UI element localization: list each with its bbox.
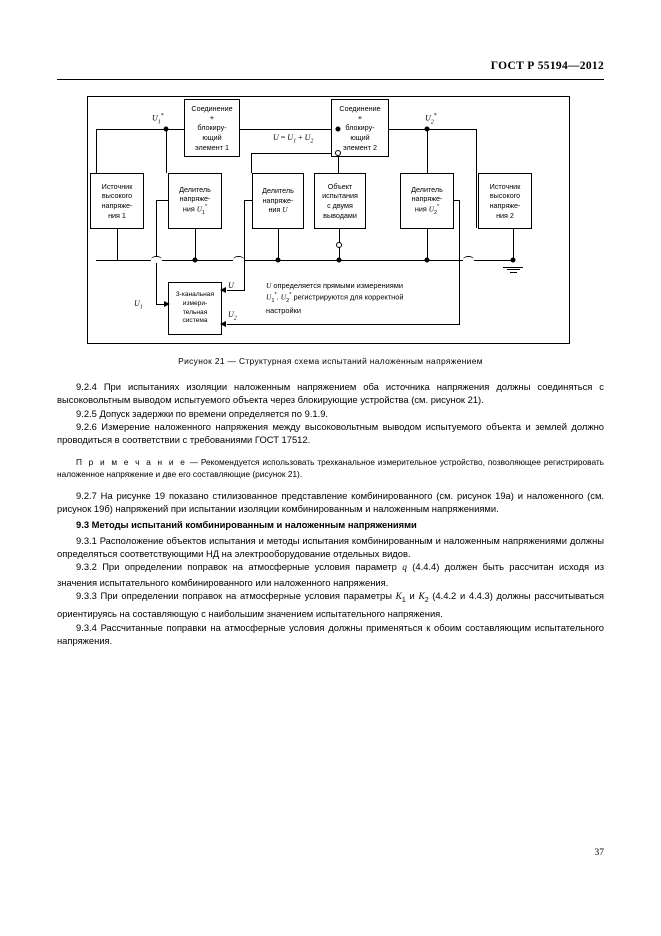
label-u2-star: U2* <box>425 113 437 126</box>
label-u2-signal: U2 <box>228 310 237 322</box>
p933-part-mid: и <box>405 590 419 602</box>
arrowhead-u1-into-meas <box>164 301 170 307</box>
wire-terminal-to-bus <box>339 247 340 261</box>
wire-divider1-to-bus <box>195 229 196 261</box>
paragraph-9-2-6: 9.2.6 Измерение наложенного напряжения м… <box>57 421 604 446</box>
label-u-sum: U = U1 + U2 <box>273 133 314 145</box>
wire-hop-left <box>151 256 162 263</box>
paragraph-9-2-5: 9.2.5 Допуск задержки по времени определ… <box>76 407 329 419</box>
wire-conn2-to-right-rail <box>389 129 477 130</box>
note-body: — Рекомендуется использовать трехканальн… <box>57 456 605 479</box>
wire-dividerU-drop <box>251 153 252 173</box>
figure-annotation-note: U определяется прямыми измерениями U1*. … <box>266 281 404 316</box>
p933-symbol-k1-sub: 1 <box>401 597 406 604</box>
wire-hop-right <box>463 256 474 263</box>
arrowhead-u2-into-meas <box>220 321 226 327</box>
p932-part-a: 9.3.2 При определении поправок на атмосф… <box>76 561 403 573</box>
label-u1-signal: U1 <box>134 299 143 311</box>
terminal-open-top <box>335 150 341 156</box>
p933-symbol-k2: K <box>418 592 425 603</box>
heading-9-3: 9.3 Методы испытаний комбинированным и н… <box>76 519 417 531</box>
label-u-signal: U <box>228 281 234 290</box>
standard-header: ГОСТ Р 55194—2012 <box>490 60 604 72</box>
junction-dot-source2-bus <box>510 257 516 263</box>
p933-part-a: 9.3.3 При определении поправок на атмосф… <box>76 590 396 602</box>
wire-tap-divider1 <box>166 129 167 173</box>
wire-dividerU-to-bus <box>278 229 279 261</box>
p933-part-b: (4.4.2 и 4.4.3) должны рассчитываться ор… <box>57 590 604 620</box>
figure-caption: Рисунок 21 — Структурная схема испытаний… <box>178 356 483 366</box>
wire-divider2-to-bus <box>427 229 428 261</box>
note-label: П р и м е ч а н и е <box>76 456 187 467</box>
label-u1-star: U1* <box>152 113 164 126</box>
wire-source2-to-bus <box>513 229 514 261</box>
junction-dot-divider1-bus <box>192 257 198 263</box>
paragraph-9-2-4: 9.2.4 При испытаниях изоляции наложенным… <box>57 381 604 406</box>
paragraph-9-3-3: 9.3.3 При определении поправок на атмосф… <box>57 589 604 621</box>
wire-terminal-to-testobj <box>338 155 339 173</box>
junction-dot-center-top <box>335 126 341 132</box>
wire-top-left <box>96 129 185 130</box>
wire-right-rail <box>476 129 477 228</box>
wire-source1-to-bus <box>117 229 118 261</box>
wire-u-signal-into-meas <box>227 290 245 291</box>
wire-u1-signal-vertical <box>156 200 157 304</box>
wire-u2-signal-vertical <box>459 200 460 324</box>
paragraph-note: П р и м е ч а н и е — Рекомендуется испо… <box>57 456 604 480</box>
wire-u-signal-stub <box>244 200 254 201</box>
wire-ground-bus <box>96 260 514 261</box>
ground-symbol <box>503 265 523 273</box>
wire-u2-signal-into-meas <box>227 324 460 325</box>
junction-dot-u2star <box>424 126 430 132</box>
wire-u2-signal-stub <box>454 200 460 201</box>
wire-tap-divider2 <box>427 129 428 173</box>
junction-dot-divider2-bus <box>424 257 430 263</box>
paragraph-9-3-4: 9.3.4 Рассчитанные поправки на атмосферн… <box>57 621 604 647</box>
body-text-block: 9.2.4 При испытаниях изоляции наложенным… <box>57 380 604 647</box>
wire-u1-signal-into-meas <box>156 304 165 305</box>
wire-conn1-to-node <box>240 129 339 130</box>
junction-dot-dividerU-bus <box>275 257 281 263</box>
wire-u-signal-vertical <box>244 200 245 290</box>
terminal-open-bottom <box>336 242 342 248</box>
p933-symbol-k1: K <box>395 592 402 603</box>
wire-u1-signal-stub <box>156 200 168 201</box>
p933-symbol-k2-sub: 2 <box>424 597 429 604</box>
paragraph-9-3-2: 9.3.2 При определении поправок на атмосф… <box>57 560 604 589</box>
wire-hop-center <box>233 256 244 263</box>
paragraph-9-3-1: 9.3.1 Расположение объектов испытания и … <box>57 534 604 560</box>
junction-dot-u1star <box>163 126 169 132</box>
junction-dot-testobj-bus <box>336 257 342 263</box>
header-rule <box>57 79 604 80</box>
p932-symbol-q: q <box>402 563 407 574</box>
arrowhead-u-into-meas <box>220 287 226 293</box>
paragraph-9-2-7: 9.2.7 На рисунке 19 показано стилизованн… <box>57 489 604 515</box>
p932-part-b: (4.4.4) должен быть рассчитан исходя из … <box>57 561 604 588</box>
wire-node-to-dividerU <box>251 153 339 154</box>
page-number: 37 <box>594 848 605 858</box>
wire-testobj-to-terminal <box>339 229 340 243</box>
